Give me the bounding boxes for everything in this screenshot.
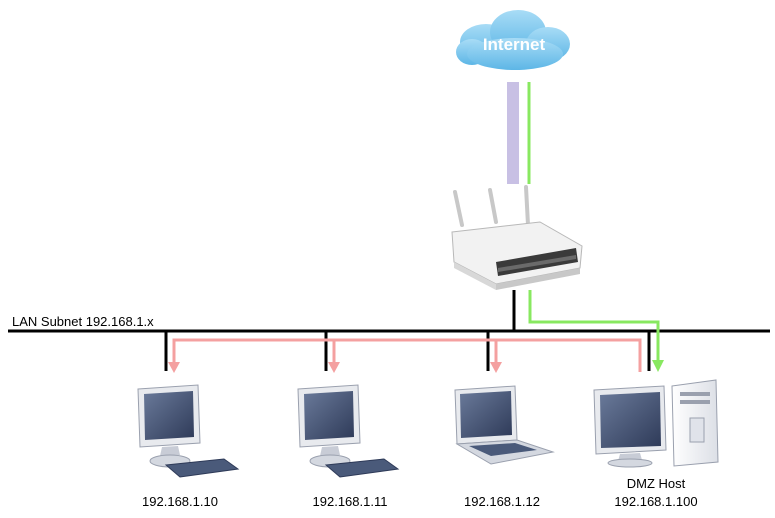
dmz-host-label: DMZ Host: [627, 476, 686, 491]
dmz-arrow-icon: [652, 360, 664, 372]
dmz-traffic-path-lan: [528, 290, 660, 362]
lan-subnet-label: LAN Subnet 192.168.1.x: [12, 314, 154, 329]
router-icon: [451, 185, 583, 290]
laptop-icon: [454, 385, 555, 465]
lan-arrow-icon: [328, 362, 340, 373]
host-ip: 192.168.1.10: [142, 494, 218, 509]
internet-label: Internet: [483, 35, 546, 54]
lan-arrow-icon: [490, 362, 502, 373]
tower-pc-icon: [593, 379, 719, 468]
wan-link: [507, 82, 519, 184]
lan-traffic-path: [172, 338, 642, 372]
internet-cloud-icon: [456, 10, 570, 70]
host-ip: 192.168.1.11: [313, 494, 388, 509]
lan-arrow-icon: [168, 362, 180, 373]
desktop-pc-icon: [297, 384, 400, 478]
host-ip: 192.168.1.100: [614, 494, 697, 509]
host-ip: 192.168.1.12: [464, 494, 540, 509]
desktop-pc-icon: [137, 384, 240, 478]
